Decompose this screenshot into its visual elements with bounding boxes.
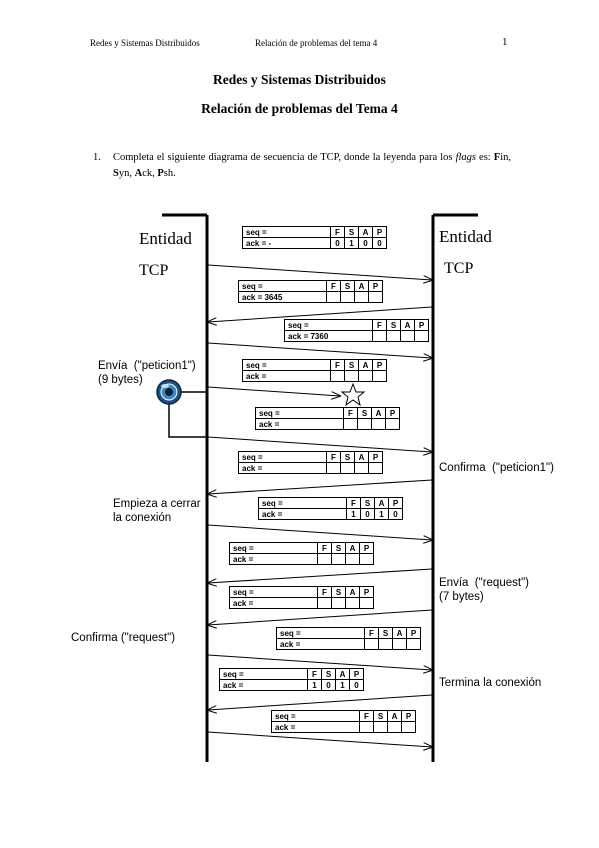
page-number: 1 (502, 36, 508, 48)
problem-number: 1. (93, 152, 101, 163)
segment-arrow-10 (207, 654, 432, 670)
running-header-center: Relación de problemas del tema 4 (255, 38, 378, 48)
right-entity-name: Entidad (439, 227, 492, 246)
note-close-done: Termina la conexión (439, 677, 542, 689)
lost-segment-star (340, 382, 366, 407)
segment-arrow-1 (207, 264, 432, 280)
segment-arrow-3 (207, 342, 432, 358)
segment-arrow-4-lost (207, 386, 340, 396)
segment-arrow-12 (207, 731, 432, 747)
right-entity-protocol: TCP (444, 260, 474, 277)
document-title: Redes y Sistemas Distribuidos (213, 72, 386, 87)
problem-text: Completa el siguiente diagrama de secuen… (113, 152, 511, 179)
segment-arrow-2 (208, 306, 433, 322)
segment-arrow-8 (208, 568, 433, 583)
left-entity-name: Entidad (139, 229, 192, 248)
note-start-close: Empieza a cerrar la conexión (113, 498, 201, 524)
retransmission-timer-icon (156, 379, 208, 438)
left-entity-protocol: TCP (139, 262, 169, 279)
note-send-peticion1: Envía ("peticion1") (9 bytes) (98, 360, 196, 386)
segment-arrow-5 (207, 436, 432, 452)
note-send-request: Envía ("request") (7 bytes) (439, 577, 529, 603)
segment-arrow-11 (208, 694, 433, 710)
note-ack-peticion1: Confirma ("peticion1") (439, 462, 554, 474)
left-timeline (162, 213, 209, 762)
segment-arrow-9 (208, 609, 433, 625)
segment-arrow-7 (207, 524, 432, 540)
document-subtitle: Relación de problemas del Tema 4 (201, 101, 398, 116)
segment-arrow-6 (208, 479, 433, 494)
note-ack-request: Confirma ("request") (71, 632, 176, 644)
running-header-left: Redes y Sistemas Distribuidos (90, 38, 200, 48)
